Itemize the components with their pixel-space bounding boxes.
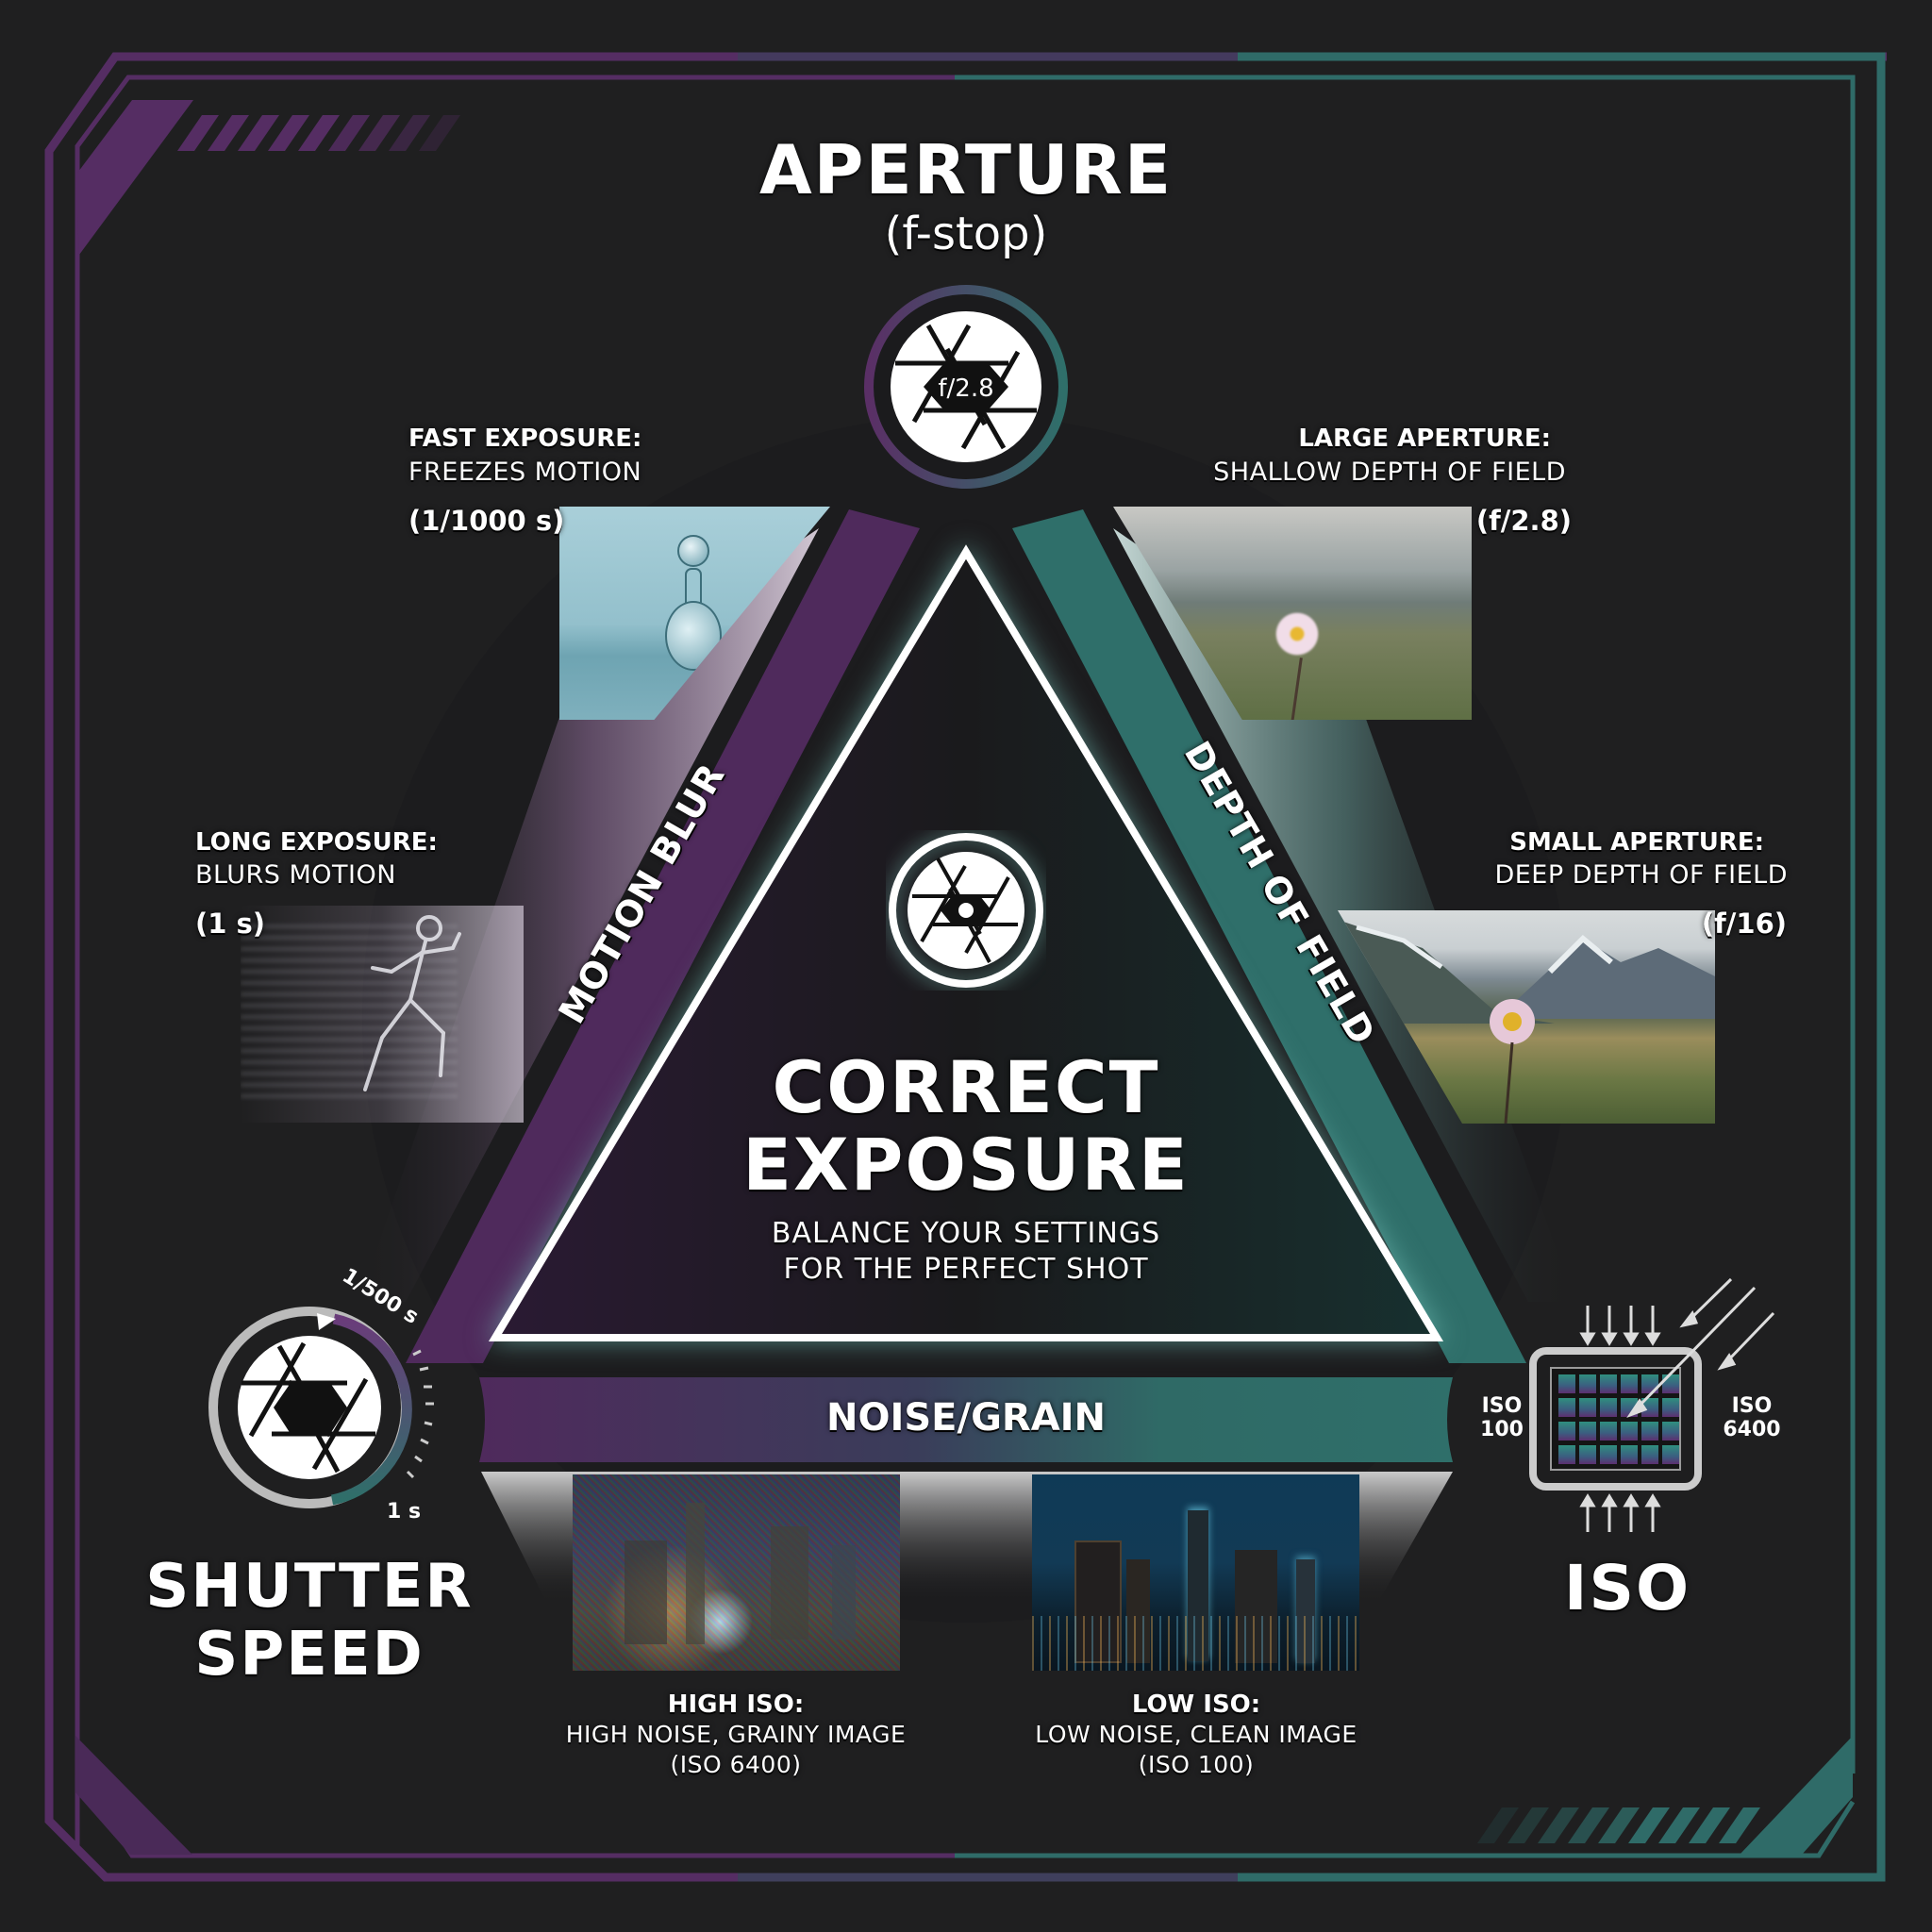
aperture-subtitle: (f-stop)	[884, 208, 1048, 260]
high-iso-description: HIGH NOISE, GRAINY IMAGE	[565, 1721, 907, 1748]
small-aperture-heading: SMALL APERTURE:	[1509, 828, 1764, 857]
clean-city-night-photo	[1032, 1474, 1359, 1671]
running-man-blur-photo	[241, 906, 524, 1123]
center-aperture-icon	[889, 833, 1043, 988]
aperture-icon	[891, 311, 1041, 462]
aperture-title: APERTURE	[758, 130, 1174, 209]
shutter-title-line2: SPEED	[194, 1620, 425, 1690]
fast-exposure-value: (1/1000 s)	[408, 505, 565, 537]
noisy-city-night-photo	[573, 1474, 900, 1671]
low-iso-heading: LOW ISO:	[1131, 1690, 1261, 1719]
center-title-line2: EXPOSURE	[742, 1123, 1190, 1207]
fast-exposure-description: FREEZES MOTION	[408, 458, 642, 487]
shutter-dial-icon	[238, 1336, 381, 1479]
small-aperture-value: (f/16)	[1701, 908, 1787, 940]
small-aperture-description: DEEP DEPTH OF FIELD	[1494, 860, 1788, 890]
iso-left-label-line1: ISO	[1481, 1394, 1523, 1418]
shutter-title-line1: SHUTTER	[145, 1552, 474, 1622]
long-exposure-heading: LONG EXPOSURE:	[195, 828, 438, 857]
iso-right-label-line1: ISO	[1731, 1394, 1773, 1418]
iso-left-label-line2: 100	[1480, 1418, 1524, 1441]
shutter-dial-bottom-label: 1 s	[387, 1500, 422, 1524]
high-iso-value: (ISO 6400)	[670, 1751, 802, 1778]
large-aperture-description: SHALLOW DEPTH OF FIELD	[1213, 458, 1566, 487]
fast-exposure-heading: FAST EXPOSURE:	[408, 425, 642, 453]
sensor-icon	[1529, 1277, 1775, 1532]
iso-title: ISO	[1563, 1552, 1691, 1624]
low-iso-description: LOW NOISE, CLEAN IMAGE	[1035, 1721, 1357, 1748]
iso-right-label-line2: 6400	[1723, 1418, 1781, 1441]
high-iso-heading: HIGH ISO:	[667, 1690, 805, 1719]
long-exposure-description: BLURS MOTION	[195, 860, 396, 890]
large-aperture-heading: LARGE APERTURE:	[1298, 425, 1551, 453]
center-subtitle-line1: BALANCE YOUR SETTINGS	[771, 1217, 1161, 1250]
large-aperture-value: (f/2.8)	[1475, 505, 1572, 537]
aperture-value: f/2.8	[938, 375, 994, 403]
low-iso-value: (ISO 100)	[1138, 1751, 1255, 1778]
center-subtitle-line2: FOR THE PERFECT SHOT	[783, 1253, 1149, 1286]
center-title-line1: CORRECT	[772, 1045, 1160, 1129]
noise-grain-label: NOISE/GRAIN	[825, 1396, 1107, 1440]
long-exposure-value: (1 s)	[195, 908, 266, 940]
